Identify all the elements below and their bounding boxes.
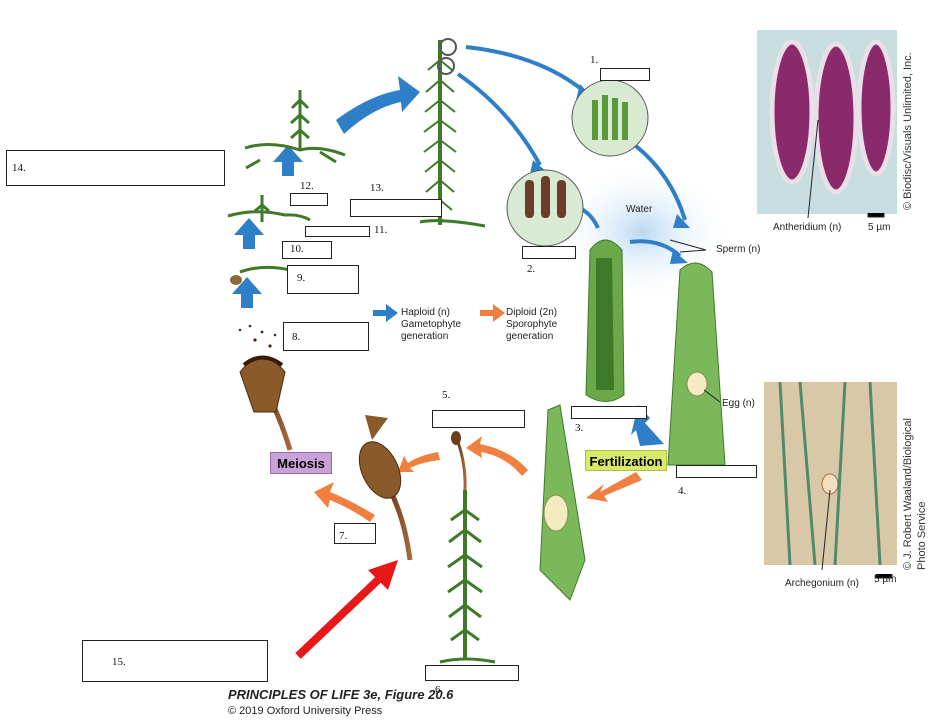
antheridium-large [585, 239, 625, 402]
blank-1-number: 1. [590, 54, 599, 66]
blank-5-box[interactable] [432, 410, 525, 428]
capsules [238, 324, 413, 561]
blank-3-number: 3. [575, 422, 584, 434]
legend-haploid-arrow [373, 304, 398, 322]
legend-diploid-line2: Sporophyte [506, 319, 558, 330]
archegonium-large [667, 262, 726, 466]
antheridium-micrograph [757, 30, 897, 219]
red-arrow [295, 560, 398, 659]
blank-10-number: 10. [290, 243, 304, 255]
archegonium-label: Archegonium (n) [785, 578, 859, 589]
antheridium-label: Antheridium (n) [773, 222, 842, 233]
legend-haploid-line3: generation [401, 331, 449, 342]
copyright: © 2019 Oxford University Press [228, 705, 383, 717]
legend-diploid-line3: generation [506, 331, 554, 342]
blank-2-number: 2. [527, 263, 536, 275]
blank-3-box[interactable] [571, 406, 647, 419]
blank-12-number: 12. [300, 180, 314, 192]
legend-haploid-line1: Haploid (n) [401, 307, 450, 318]
blank-4-box[interactable] [676, 465, 757, 478]
archegonium-micrograph [764, 381, 897, 571]
antheridia-cluster [506, 79, 649, 247]
credit-biodisc: © Biodisc/Visuals Unlimited, Inc. [902, 52, 914, 210]
credit-waaland-2: Photo Service [916, 501, 928, 570]
blank-7-box[interactable] [334, 523, 376, 544]
blank-10-box[interactable] [282, 241, 332, 259]
blank-8-number: 8. [292, 331, 301, 343]
blank-9-box[interactable] [287, 265, 359, 294]
blank-7-number: 7. [339, 530, 348, 542]
haploid-curved-arrows [456, 45, 687, 258]
blank-6-number: 6. [435, 684, 444, 696]
water-label: Water [626, 204, 653, 215]
blank-15-number: 15. [112, 656, 126, 668]
blank-14-box[interactable] [6, 150, 225, 186]
blank-15-box[interactable] [82, 640, 268, 682]
archegonium-scale-label: 5 µm [874, 574, 897, 585]
blank-8-box[interactable] [283, 322, 369, 351]
blank-5-number: 5. [442, 389, 451, 401]
scale-bars [867, 213, 893, 579]
blank-9-number: 9. [297, 272, 306, 284]
credit-waaland-1: © J. Robert Waaland/Biological [902, 418, 914, 570]
embryo-sporophyte [539, 404, 586, 601]
legend-haploid: Haploid (n) Gametophyte generation [401, 307, 461, 343]
legend-haploid-line2: Gametophyte [401, 319, 462, 330]
fertilization-tag: Fertilization [585, 450, 667, 471]
spore [230, 275, 242, 285]
legend-diploid: Diploid (2n) Sporophyte generation [506, 307, 557, 343]
blank-4-number: 4. [678, 485, 687, 497]
blank-6-box[interactable] [425, 665, 519, 681]
blank-11-box[interactable] [305, 226, 370, 237]
gametophyte-shoot [419, 38, 486, 228]
blank-1-box[interactable] [600, 68, 650, 81]
antheridium-scale-label: 5 µm [868, 222, 891, 233]
blank-13-number: 13. [370, 182, 384, 194]
diploid-arrows [314, 436, 642, 522]
blank-11-number: 11. [374, 224, 388, 236]
egg-label: Egg (n) [722, 398, 755, 409]
blank-12-box[interactable] [290, 193, 328, 206]
pointer-lines [669, 239, 721, 403]
blank-2-box[interactable] [522, 246, 576, 259]
meiosis-tag: Meiosis [270, 452, 332, 474]
legend-diploid-line1: Diploid (2n) [506, 307, 558, 318]
sperm-label: Sperm (n) [716, 244, 761, 255]
legend-diploid-arrow [480, 304, 505, 322]
blank-13-box[interactable] [350, 199, 442, 217]
blank-14-number: 14. [12, 162, 26, 174]
protonema-young-shoots [227, 90, 346, 274]
figure-citation: PRINCIPLES OF LIFE 3e, Figure 20.6 [228, 687, 454, 702]
mature-sporophyte [439, 431, 496, 664]
